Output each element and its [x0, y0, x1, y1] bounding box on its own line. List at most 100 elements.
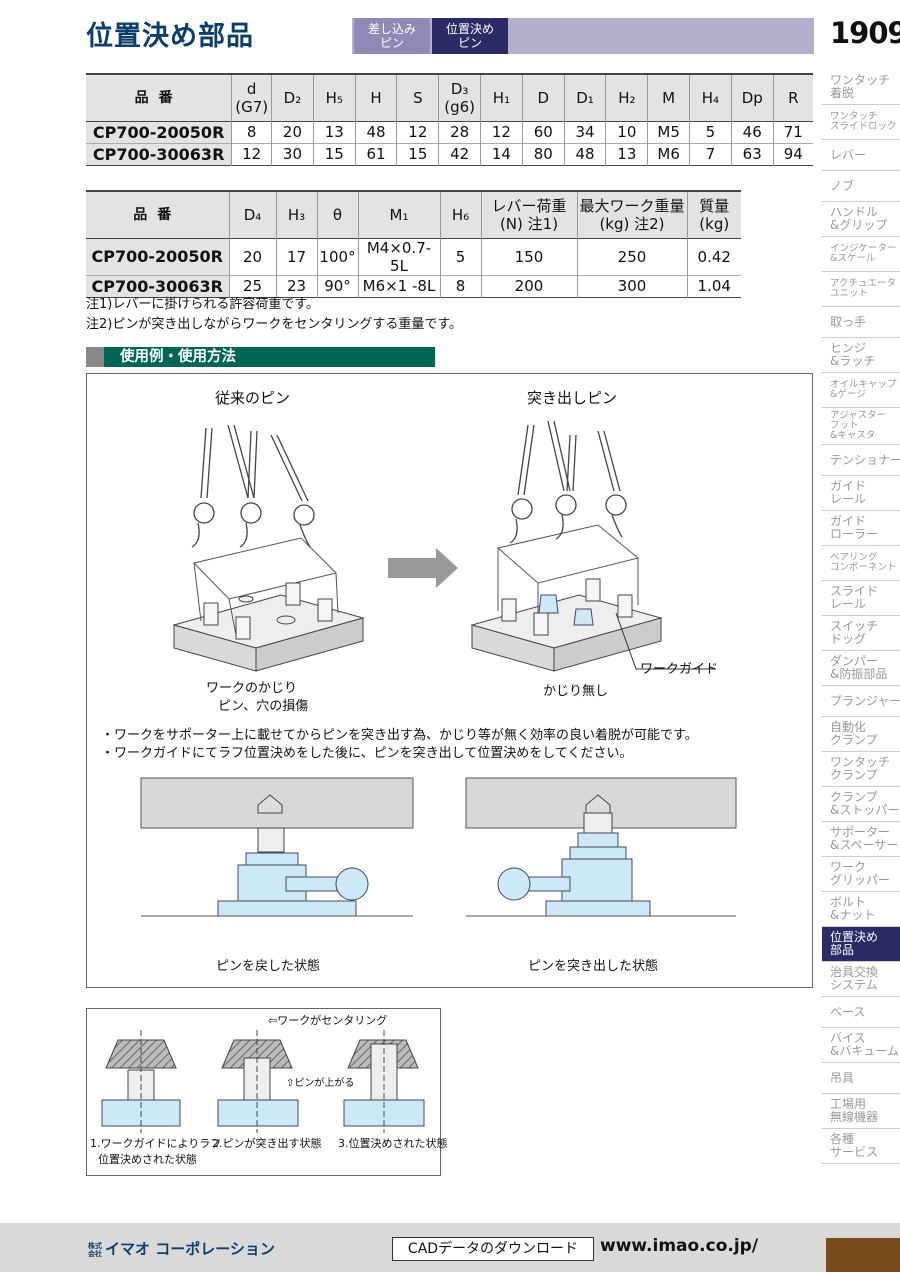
conventional-pin-scene: [172, 424, 365, 672]
nav-item-label: ハンドル: [830, 205, 879, 219]
table-cell: 34: [563, 121, 606, 143]
table-cell: 12: [231, 143, 272, 165]
table-cell: 13: [312, 121, 356, 143]
table-cell: 150: [480, 238, 577, 275]
nav-item-label: 部品: [830, 943, 855, 957]
tab-label-line2: ピン: [457, 36, 482, 50]
nav-item[interactable]: 吊具: [822, 1063, 900, 1094]
column-header: H: [354, 74, 397, 121]
nav-item-label: クランプ: [830, 790, 878, 804]
company-name: イマオ コーポレーション: [105, 1240, 275, 1258]
nav-item-label: ベース: [830, 1004, 866, 1019]
tab-label-line1: 位置決め: [445, 22, 494, 36]
column-header: レバー荷重 (N) 注1): [480, 191, 577, 238]
protruding-pin-scene: [470, 420, 716, 672]
table-cell: 60: [521, 121, 565, 143]
nav-item-label: &防振部品: [830, 667, 888, 681]
nav-item[interactable]: オイルキャップ&ゲージ: [822, 373, 900, 408]
nav-item-label: フット: [830, 420, 859, 431]
column-header: M: [647, 74, 690, 121]
nav-item[interactable]: 取っ手: [822, 307, 900, 338]
part-number-cell: CP700-20050R: [86, 238, 229, 275]
column-header: D₂: [271, 74, 314, 121]
nav-item-label: 吊具: [830, 1070, 855, 1085]
conventional-caption-2: ピン、穴の損傷: [218, 699, 309, 714]
nav-item[interactable]: スイッチドッグ: [822, 616, 900, 651]
column-header: d (G7): [231, 74, 272, 121]
nav-item[interactable]: ガイドローラー: [822, 511, 900, 546]
nav-item-label: 各種: [830, 1132, 855, 1146]
column-header: M₁: [357, 191, 440, 238]
cad-download-link[interactable]: CADデータのダウンロード: [392, 1237, 594, 1261]
column-header: θ: [316, 191, 358, 238]
nav-item[interactable]: ワンタッチ着脱: [822, 70, 900, 105]
nav-item[interactable]: ダンパー&防振部品: [822, 651, 900, 686]
website-url[interactable]: www.imao.co.jp/: [600, 1236, 759, 1256]
nav-item[interactable]: ベース: [822, 997, 900, 1028]
table-cell: M6×1 -8L: [357, 275, 440, 297]
nav-item-label: ベアリング: [830, 552, 878, 563]
nav-item[interactable]: レバー: [822, 140, 900, 171]
table-cell: 48: [354, 121, 397, 143]
nav-item[interactable]: ベアリングコンポーネント: [822, 546, 900, 581]
tab-locating-pin[interactable]: 位置決め ピン: [432, 18, 508, 54]
part-number-cell: CP700-30063R: [86, 143, 232, 165]
nav-item[interactable]: 工場用無線機器: [822, 1094, 900, 1129]
nav-item[interactable]: インジケーター&スケール: [822, 237, 900, 272]
column-header: H₄: [689, 74, 732, 121]
table-cell: 20: [271, 121, 314, 143]
nav-item[interactable]: テンショナー: [822, 445, 900, 476]
nav-item[interactable]: プランジャー: [822, 686, 900, 717]
nav-item[interactable]: 自動化クランプ: [822, 717, 900, 752]
nav-item-label: スライド: [830, 584, 879, 598]
table-cell: 20: [228, 238, 276, 275]
nav-item[interactable]: スライドレール: [822, 581, 900, 616]
column-header: H₁: [480, 74, 523, 121]
tab-insert-pin[interactable]: 差し込み ピン: [354, 18, 430, 54]
column-header: D₄: [228, 191, 276, 238]
page-number: 1909: [830, 16, 900, 50]
nav-item[interactable]: クランプ&ストッパー: [822, 787, 900, 822]
nav-item-label: システム: [830, 978, 878, 992]
nav-item[interactable]: 位置決め部品: [822, 927, 900, 962]
nav-item-label: レバー: [830, 147, 867, 162]
column-header: H₂: [605, 74, 648, 121]
arrow-right-icon: [388, 548, 458, 588]
usage-bullet-1: ・ワークをサポーター上に載せてからピンを突き出す為、かじり等が無く効率の良い着脱…: [101, 728, 698, 743]
nav-item[interactable]: ワンタッチスライドロック: [822, 105, 900, 140]
table-cell: 30: [271, 143, 314, 165]
nav-item[interactable]: アジャスターフット&キャスタ: [822, 408, 900, 445]
nav-item-label: 無線機器: [830, 1110, 879, 1124]
nav-item-label: サービス: [830, 1145, 879, 1159]
page-title: 位置決め部品: [86, 21, 254, 52]
nav-item-label: コンポーネント: [830, 562, 897, 573]
side-nav: ワンタッチ着脱ワンタッチスライドロックレバーノブハンドル&グリップインジケーター…: [822, 70, 900, 1164]
note-2: 注2)ピンが突き出しながらワークをセンタリングする重量です。: [86, 317, 463, 332]
nav-item-label: ノブ: [830, 178, 855, 193]
nav-item-label: &ストッパー: [830, 803, 900, 817]
column-header: 最大ワーク重量 (kg) 注2): [576, 191, 687, 238]
nav-item[interactable]: サポーター&スペーサー: [822, 822, 900, 857]
table-cell: 48: [563, 143, 606, 165]
nav-item[interactable]: ワークグリッパー: [822, 857, 900, 892]
nav-item-label: クランプ: [830, 733, 878, 747]
nav-item[interactable]: ワンタッチクランプ: [822, 752, 900, 787]
nav-item[interactable]: 各種サービス: [822, 1129, 900, 1164]
nav-item[interactable]: ガイドレール: [822, 476, 900, 511]
table-cell: 61: [354, 143, 397, 165]
nav-item-label: ボルト: [830, 895, 867, 909]
nav-item[interactable]: 治具交換システム: [822, 962, 900, 997]
nav-item[interactable]: ヒンジ&ラッチ: [822, 338, 900, 373]
nav-item-label: ワンタッチ: [830, 111, 878, 122]
nav-item[interactable]: ノブ: [822, 171, 900, 202]
nav-item[interactable]: ボルト&ナット: [822, 892, 900, 927]
steps-illustration: [101, 1030, 425, 1133]
table-cell: 12: [480, 121, 523, 143]
nav-item[interactable]: アクチュエータユニット: [822, 272, 900, 307]
column-header: D₃ (g6): [438, 74, 481, 121]
nav-item[interactable]: ハンドル&グリップ: [822, 202, 900, 237]
nav-item[interactable]: バイス&バキューム: [822, 1028, 900, 1063]
nav-item-label: バイス: [830, 1031, 866, 1045]
